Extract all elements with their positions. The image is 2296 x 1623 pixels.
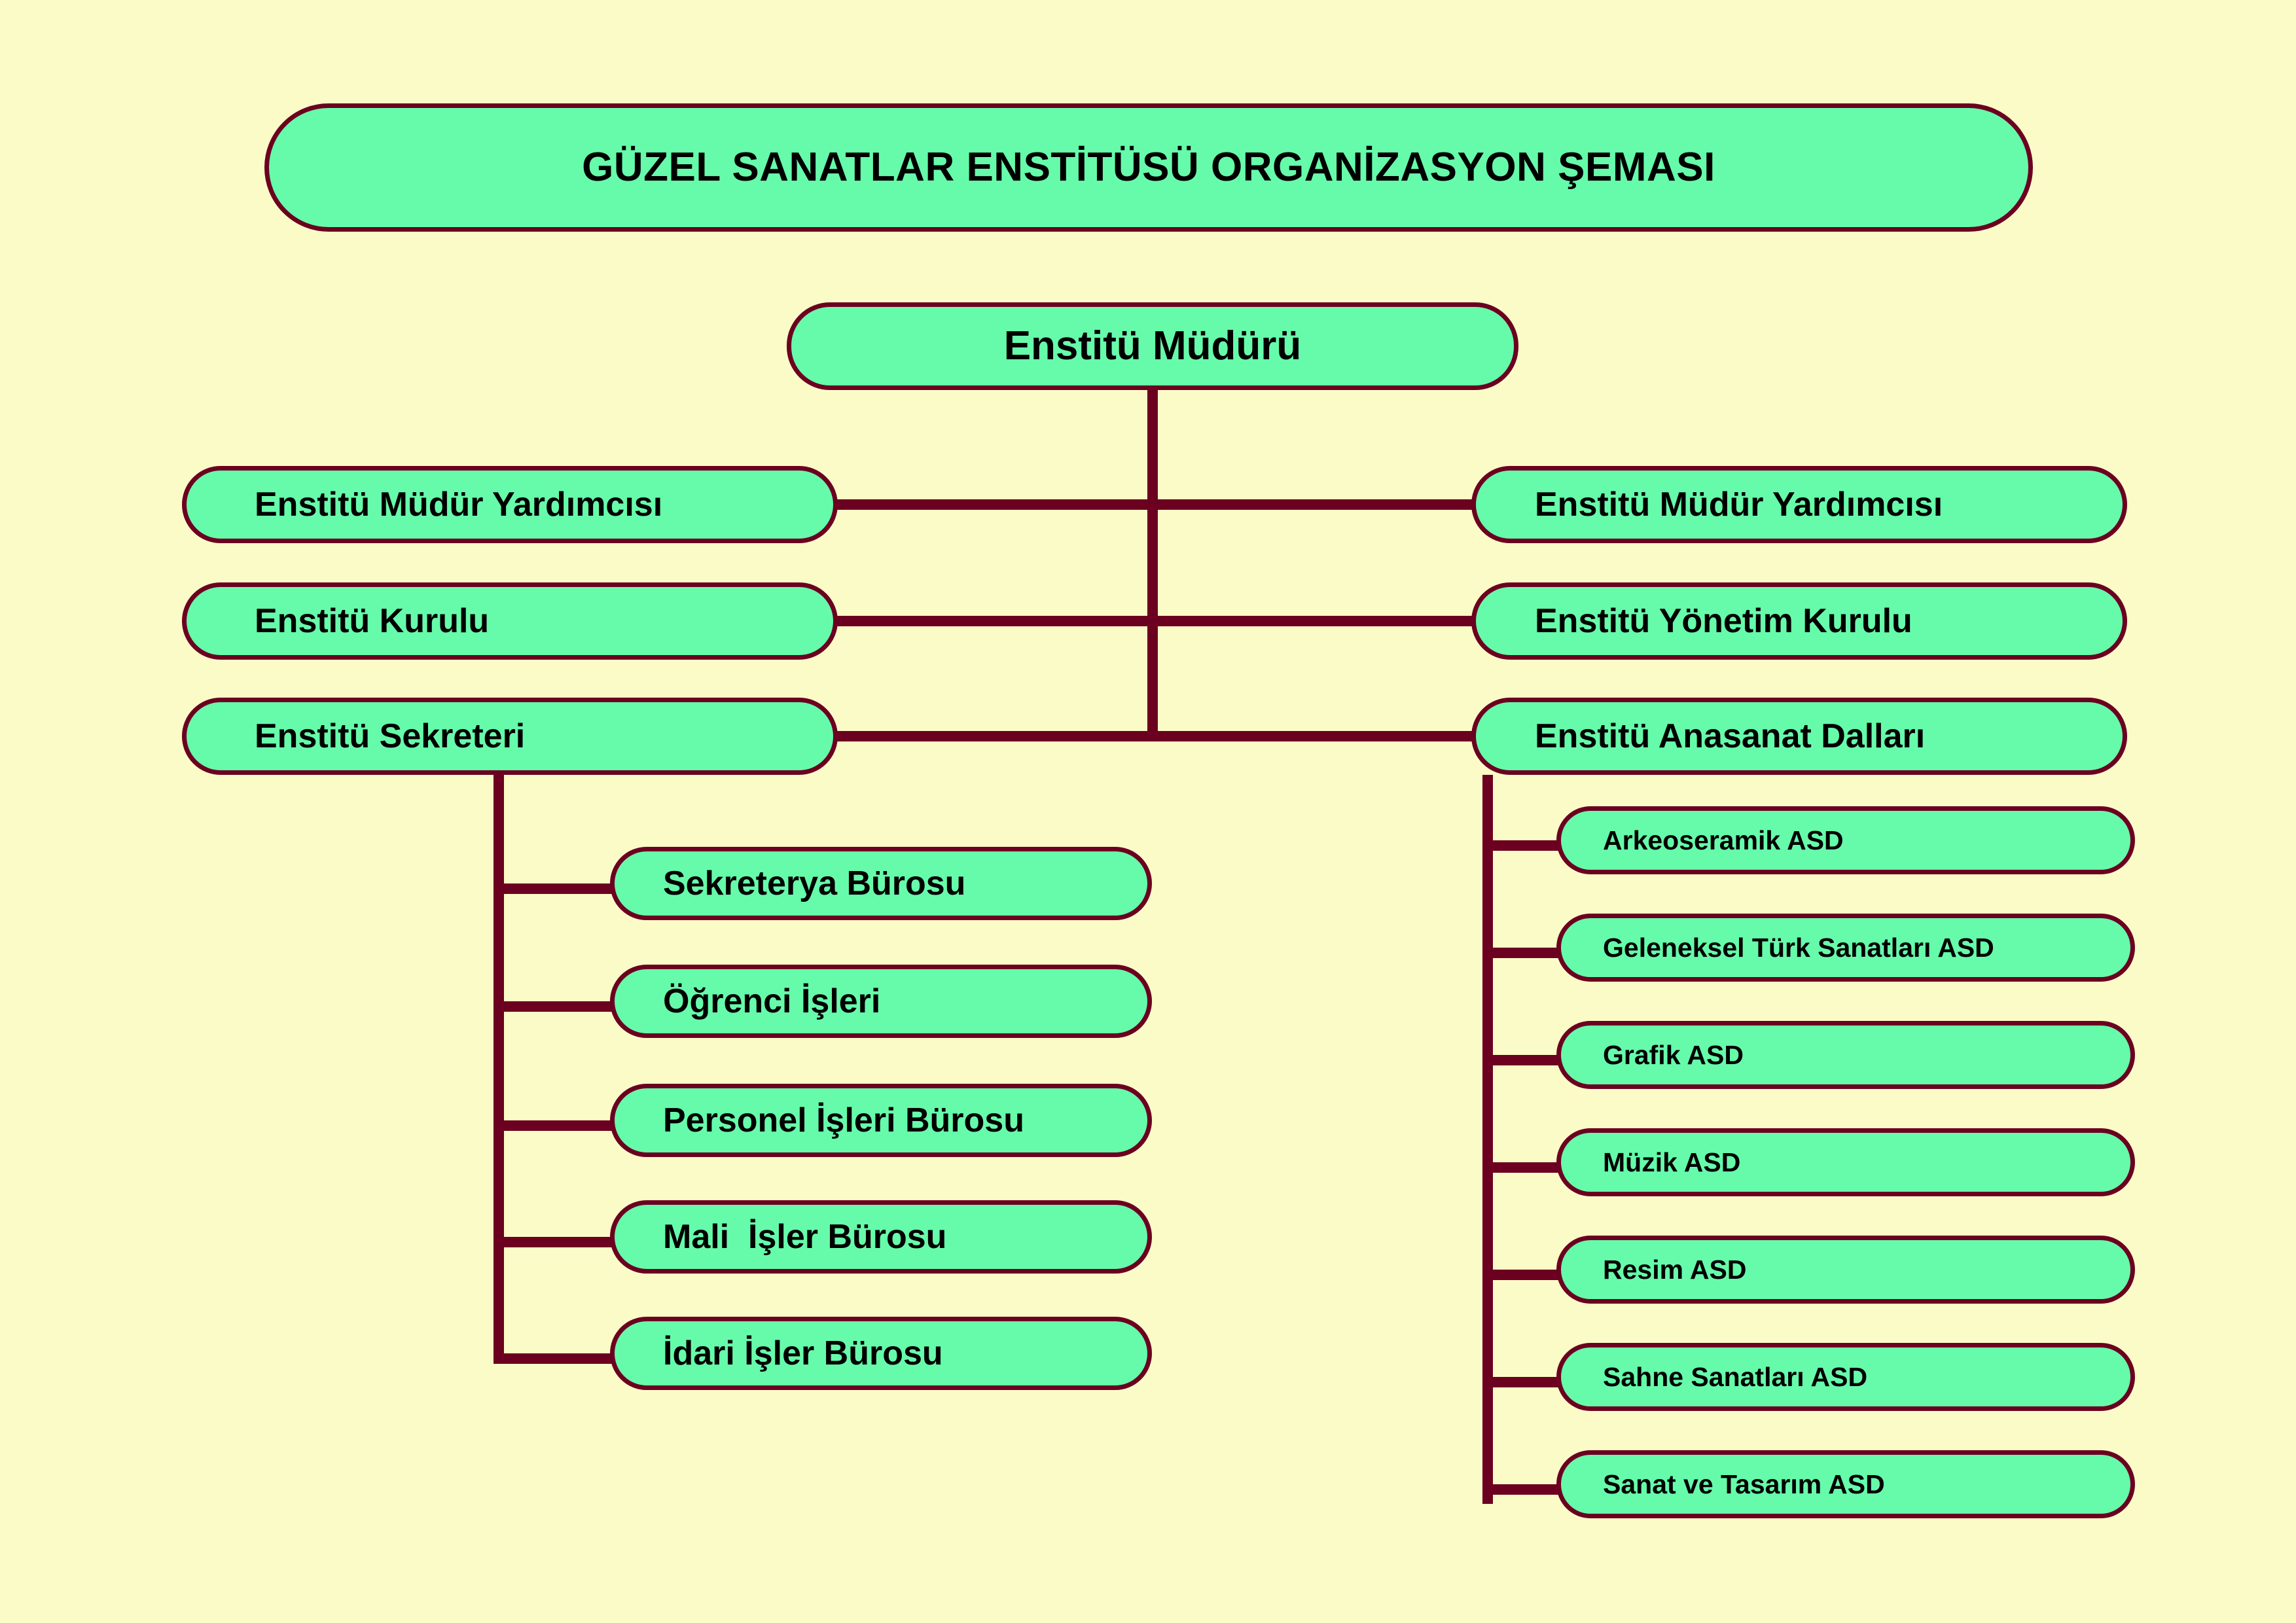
node-mudur-yardimcisi-left[interactable]: Enstitü Müdür Yardımcısı (182, 466, 838, 543)
node-sahne-sanatlari-asd[interactable]: Sahne Sanatları ASD (1556, 1343, 2135, 1411)
asd-stub-connector (1482, 840, 1565, 851)
node-label: Öğrenci İşleri (663, 982, 881, 1020)
row1-horizontal-connector (834, 499, 1475, 510)
node-label: Enstitü Anasanat Dalları (1535, 717, 1926, 755)
node-label: Enstitü Müdür Yardımcısı (1535, 486, 1943, 524)
chart-title-label: GÜZEL SANATLAR ENSTİTÜSÜ ORGANİZASYON ŞE… (582, 145, 1715, 190)
asd-stub-connector (1482, 1270, 1565, 1280)
row3-horizontal-connector (834, 731, 1475, 741)
secretariat-stub-connector (493, 1001, 618, 1012)
node-geleneksel-turk-sanatlari-asd[interactable]: Geleneksel Türk Sanatları ASD (1556, 914, 2135, 982)
node-resim-asd[interactable]: Resim ASD (1556, 1236, 2135, 1304)
node-label: Personel İşleri Bürosu (663, 1101, 1024, 1139)
node-sekreterya-burosu[interactable]: Sekreterya Bürosu (610, 847, 1152, 920)
node-mali-isler-burosu[interactable]: Mali İşler Bürosu (610, 1200, 1152, 1274)
secretariat-spine-connector (493, 775, 504, 1353)
asd-stub-connector (1482, 1055, 1565, 1065)
node-label: Enstitü Sekreteri (255, 717, 526, 755)
node-enstitu-anasanat-dallari[interactable]: Enstitü Anasanat Dalları (1471, 698, 2127, 775)
secretariat-stub-connector (493, 1120, 618, 1131)
asd-stub-connector (1482, 1162, 1565, 1173)
trunk-vertical-connector (1147, 390, 1158, 736)
node-label: Mali İşler Bürosu (663, 1218, 947, 1256)
node-enstitu-sekreteri[interactable]: Enstitü Sekreteri (182, 698, 838, 775)
node-personel-isleri-burosu[interactable]: Personel İşleri Bürosu (610, 1084, 1152, 1157)
node-label: Grafik ASD (1603, 1039, 1744, 1070)
node-label: Geleneksel Türk Sanatları ASD (1603, 932, 1994, 963)
node-label: İdari İşler Bürosu (663, 1334, 943, 1372)
node-enstitu-yonetim-kurulu[interactable]: Enstitü Yönetim Kurulu (1471, 582, 2127, 660)
secretariat-stub-connector (493, 1353, 618, 1364)
secretariat-stub-connector (493, 883, 618, 894)
node-mudur-yardimcisi-right[interactable]: Enstitü Müdür Yardımcısı (1471, 466, 2127, 543)
asd-stub-connector (1482, 1484, 1565, 1495)
node-ogrenci-isleri[interactable]: Öğrenci İşleri (610, 965, 1152, 1038)
node-label: Arkeoseramik ASD (1603, 825, 1844, 855)
node-label: Müzik ASD (1603, 1147, 1741, 1177)
node-idari-isler-burosu[interactable]: İdari İşler Bürosu (610, 1317, 1152, 1390)
node-label: Enstitü Kurulu (255, 602, 490, 640)
row2-horizontal-connector (834, 616, 1475, 626)
node-label: Enstitü Müdürü (1003, 323, 1302, 368)
node-label: Sanat ve Tasarım ASD (1603, 1469, 1885, 1499)
node-label: Sekreterya Bürosu (663, 865, 966, 902)
node-muzik-asd[interactable]: Müzik ASD (1556, 1128, 2135, 1196)
node-label: Enstitü Müdür Yardımcısı (255, 486, 663, 524)
node-label: Enstitü Yönetim Kurulu (1535, 602, 1912, 640)
node-enstitu-muduru[interactable]: Enstitü Müdürü (787, 302, 1518, 390)
node-grafik-asd[interactable]: Grafik ASD (1556, 1021, 2135, 1089)
asd-stub-connector (1482, 1377, 1565, 1387)
node-label: Resim ASD (1603, 1254, 1747, 1285)
secretariat-stub-connector (493, 1237, 618, 1247)
node-label: Sahne Sanatları ASD (1603, 1361, 1868, 1392)
asd-stub-connector (1482, 948, 1565, 958)
node-sanat-ve-tasarim-asd[interactable]: Sanat ve Tasarım ASD (1556, 1450, 2135, 1518)
node-arkeoseramik-asd[interactable]: Arkeoseramik ASD (1556, 806, 2135, 874)
chart-title-banner: GÜZEL SANATLAR ENSTİTÜSÜ ORGANİZASYON ŞE… (264, 103, 2033, 232)
asd-spine-connector (1482, 775, 1493, 1504)
node-enstitu-kurulu[interactable]: Enstitü Kurulu (182, 582, 838, 660)
